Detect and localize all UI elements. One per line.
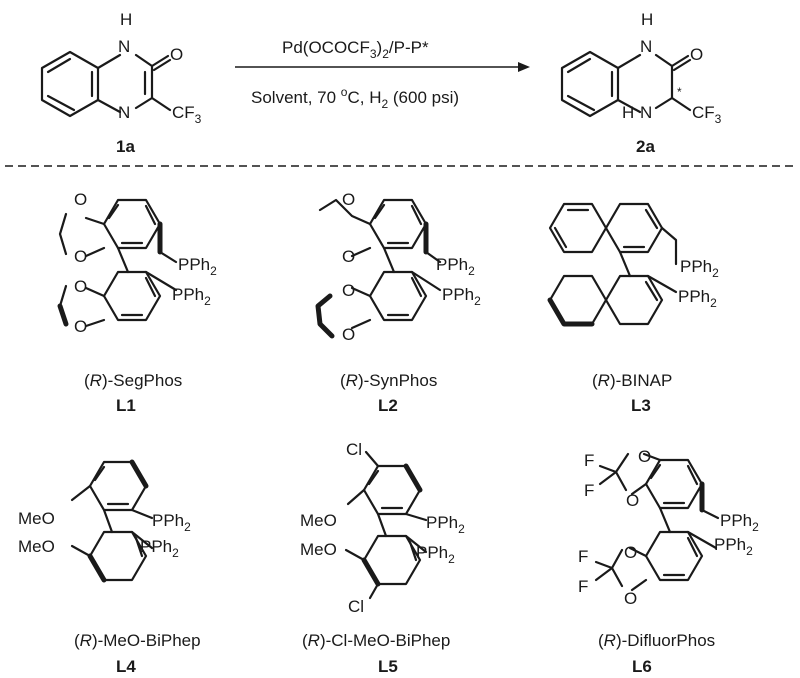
group-cf3: CF3 xyxy=(692,103,722,126)
atom-o: O xyxy=(690,45,703,64)
svg-text:MeO: MeO xyxy=(300,511,337,530)
atom-n: N xyxy=(118,37,130,56)
svg-text:MeO: MeO xyxy=(18,537,55,556)
pyrazinone-ring xyxy=(96,53,154,114)
svg-text:O: O xyxy=(74,317,87,336)
ligand-l6-structure: O O F F O O F F PPh2 PPh2 xyxy=(578,447,759,608)
arrow-head xyxy=(518,62,530,72)
compound-id: 2a xyxy=(636,137,655,156)
svg-text:PPh2: PPh2 xyxy=(720,511,759,534)
svg-text:F: F xyxy=(578,577,588,596)
svg-text:PPh2: PPh2 xyxy=(678,287,717,310)
svg-text:PPh2: PPh2 xyxy=(442,285,481,308)
svg-text:F: F xyxy=(584,481,594,500)
svg-text:F: F xyxy=(584,451,594,470)
svg-text:O: O xyxy=(342,190,355,209)
benzene-ring xyxy=(560,50,620,118)
ligand-l6-name: (R)-DifluorPhos xyxy=(598,631,715,650)
svg-text:PPh2: PPh2 xyxy=(426,513,465,536)
ligand-l4-name: (R)-MeO-BiPhep xyxy=(74,631,201,650)
svg-text:PPh2: PPh2 xyxy=(140,537,179,560)
carbonyl-bond xyxy=(670,54,692,72)
svg-text:Cl: Cl xyxy=(348,597,364,616)
svg-text:PPh2: PPh2 xyxy=(436,255,475,278)
ligand-l5-structure: Cl MeO MeO Cl PPh2 PPh2 xyxy=(300,440,465,616)
svg-text:PPh2: PPh2 xyxy=(152,511,191,534)
svg-text:MeO: MeO xyxy=(18,509,55,528)
svg-text:O: O xyxy=(74,247,87,266)
catalyst-label: Pd(OCOCF3)2/P-P* xyxy=(282,38,429,61)
reactant-1a: H N O N CF3 1a xyxy=(40,10,202,156)
ligand-l1-name: (R)-SegPhos xyxy=(84,371,182,390)
reaction-conditions: Pd(OCOCF3)2/P-P* Solvent, 70 oC, H2 (600… xyxy=(235,38,530,111)
benzene-double-bonds xyxy=(46,57,94,112)
svg-text:O: O xyxy=(342,247,355,266)
stereocenter-mark: * xyxy=(677,85,682,99)
carbonyl-bond xyxy=(150,54,172,72)
ligand-l3-structure: PPh2 PPh2 xyxy=(547,202,719,327)
svg-text:MeO: MeO xyxy=(300,540,337,559)
atom-n: N xyxy=(640,37,652,56)
svg-text:O: O xyxy=(74,277,87,296)
svg-text:O: O xyxy=(342,325,355,344)
piperazinone-ring xyxy=(616,53,674,114)
ligand-l2-id: L2 xyxy=(378,396,398,415)
cf3-bond xyxy=(670,96,692,112)
ligand-l6-id: L6 xyxy=(632,657,652,676)
svg-text:PPh2: PPh2 xyxy=(680,257,719,280)
ligand-l5-name: (R)-Cl-MeO-BiPhep xyxy=(302,631,450,650)
svg-text:O: O xyxy=(624,543,637,562)
svg-text:O: O xyxy=(624,589,637,608)
atom-h: H xyxy=(641,10,653,29)
atom-h: H xyxy=(622,103,634,122)
atom-n: N xyxy=(118,103,130,122)
ligand-l1-id: L1 xyxy=(116,396,136,415)
atom-h: H xyxy=(120,10,132,29)
svg-text:O: O xyxy=(626,491,639,510)
compound-id: 1a xyxy=(116,137,135,156)
svg-text:O: O xyxy=(342,281,355,300)
group-cf3: CF3 xyxy=(172,103,202,126)
ligand-l4-id: L4 xyxy=(116,657,136,676)
svg-text:O: O xyxy=(638,447,651,466)
benzene-double-bonds xyxy=(566,57,614,112)
cf3-bond xyxy=(150,96,172,112)
svg-text:PPh2: PPh2 xyxy=(172,285,211,308)
svg-text:O: O xyxy=(74,190,87,209)
ligand-l3-id: L3 xyxy=(631,396,651,415)
ligand-l2-structure: O O O O PPh2 PPh2 xyxy=(315,190,481,344)
ligand-l4-structure: MeO MeO PPh2 PPh2 xyxy=(18,459,191,583)
atom-o: O xyxy=(170,45,183,64)
svg-text:PPh2: PPh2 xyxy=(178,255,217,278)
product-2a: H N O N H * CF3 2a xyxy=(560,10,722,156)
ligand-l2-name: (R)-SynPhos xyxy=(340,371,437,390)
ligand-l1-structure: O O O O PPh2 PPh2 xyxy=(57,190,217,336)
benzene-ring xyxy=(40,50,100,118)
ligand-l3-name: (R)-BINAP xyxy=(592,371,672,390)
svg-text:PPh2: PPh2 xyxy=(416,543,455,566)
svg-text:F: F xyxy=(578,547,588,566)
conditions-label: Solvent, 70 oC, H2 (600 psi) xyxy=(251,85,459,111)
atom-n: N xyxy=(640,103,652,122)
svg-text:PPh2: PPh2 xyxy=(714,535,753,558)
ligand-l5-id: L5 xyxy=(378,657,398,676)
svg-text:Cl: Cl xyxy=(346,440,362,459)
